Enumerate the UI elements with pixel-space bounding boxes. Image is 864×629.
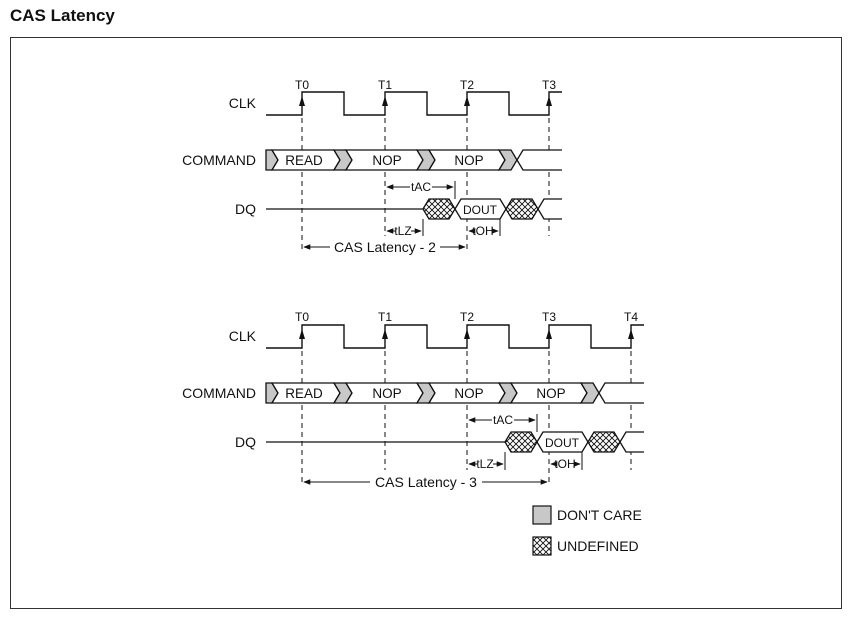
cas-latency-label: CAS Latency - 2 bbox=[334, 239, 436, 255]
clk-edge-arrow bbox=[299, 96, 305, 106]
dq-label: DQ bbox=[235, 201, 256, 217]
command-bus bbox=[265, 149, 562, 171]
tick-label: T3 bbox=[542, 310, 556, 324]
clk-label: CLK bbox=[229, 328, 257, 344]
tlz-label: tLZ bbox=[476, 457, 493, 471]
clk-edge-arrow bbox=[546, 96, 552, 106]
command-label: COMMAND bbox=[182, 385, 256, 401]
undefined-swatch bbox=[532, 536, 552, 556]
legend: DON'T CARE UNDEFINED bbox=[532, 505, 642, 556]
dout-label: DOUT bbox=[545, 436, 580, 450]
clk-waveform bbox=[266, 324, 644, 349]
tlz-label: tLZ bbox=[394, 224, 411, 238]
tac-label: tAC bbox=[411, 180, 431, 194]
clk-waveform bbox=[266, 91, 562, 116]
diagram-cl3: CLK COMMAND DQ T0 T1 T2 T3 T4 bbox=[182, 310, 644, 490]
tick-label: T1 bbox=[378, 78, 392, 92]
tick-label: T0 bbox=[295, 78, 309, 92]
page-title: CAS Latency bbox=[10, 6, 115, 25]
tick-label: T3 bbox=[542, 78, 556, 92]
toh-label: tOH bbox=[554, 457, 575, 471]
dout-label: DOUT bbox=[463, 203, 498, 217]
timing-annotations bbox=[303, 414, 583, 485]
command-nop: NOP bbox=[536, 386, 565, 401]
command-nop: NOP bbox=[372, 386, 401, 401]
command-label: COMMAND bbox=[182, 152, 256, 168]
dq-waveform bbox=[266, 431, 644, 453]
clock-gridlines bbox=[301, 351, 632, 486]
tick-label: T4 bbox=[624, 310, 638, 324]
clk-edge-arrow bbox=[382, 96, 388, 106]
command-read: READ bbox=[285, 386, 323, 401]
toh-label: tOH bbox=[472, 224, 493, 238]
diagram-frame bbox=[10, 37, 842, 609]
timing-annotations bbox=[303, 181, 501, 250]
command-nop: NOP bbox=[454, 386, 483, 401]
tick-label: T2 bbox=[460, 78, 474, 92]
tick-label: T1 bbox=[378, 310, 392, 324]
diagram-cl2: CLK COMMAND DQ T0 T1 T2 T3 bbox=[182, 78, 562, 255]
tick-label: T0 bbox=[295, 310, 309, 324]
clk-edge-arrow bbox=[546, 329, 552, 339]
legend-dont-care: DON'T CARE bbox=[557, 507, 642, 523]
legend-undefined: UNDEFINED bbox=[557, 538, 639, 554]
dq-label: DQ bbox=[235, 434, 256, 450]
dq-waveform bbox=[266, 198, 562, 220]
tac-label: tAC bbox=[493, 413, 513, 427]
clk-edge-arrow bbox=[382, 329, 388, 339]
clock-gridlines bbox=[301, 118, 550, 252]
tick-label: T2 bbox=[460, 310, 474, 324]
cas-latency-label: CAS Latency - 3 bbox=[375, 474, 477, 490]
clk-edge-arrow bbox=[464, 96, 470, 106]
clk-edge-arrow bbox=[464, 329, 470, 339]
clk-edge-arrow bbox=[299, 329, 305, 339]
command-read: READ bbox=[285, 153, 323, 168]
command-bus bbox=[265, 382, 644, 404]
command-nop: NOP bbox=[372, 153, 401, 168]
dont-care-swatch bbox=[532, 505, 552, 525]
command-nop: NOP bbox=[454, 153, 483, 168]
clk-label: CLK bbox=[229, 95, 257, 111]
clk-edge-arrow bbox=[628, 329, 634, 339]
